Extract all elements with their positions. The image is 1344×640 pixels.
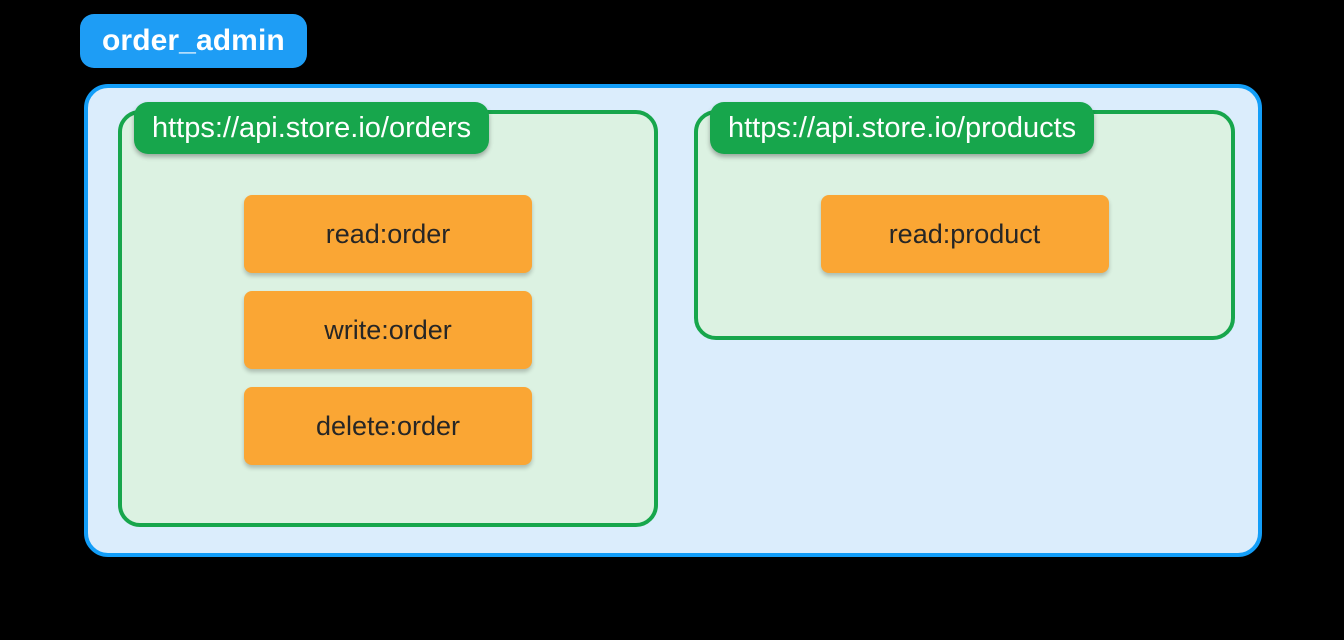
resource-box-orders[interactable]: https://api.store.io/orders read:order w… bbox=[118, 102, 658, 527]
scope-chip-read-product[interactable]: read:product bbox=[820, 195, 1109, 273]
resource-url-badge-products[interactable]: https://api.store.io/products bbox=[710, 102, 1095, 154]
resource-box-products[interactable]: https://api.store.io/products read:produ… bbox=[694, 102, 1235, 340]
scope-list-orders: read:order write:order delete:order bbox=[122, 195, 654, 465]
role-title-badge[interactable]: order_admin bbox=[80, 14, 307, 68]
scope-chip-delete-order[interactable]: delete:order bbox=[244, 387, 532, 465]
role-container: https://api.store.io/orders read:order w… bbox=[84, 84, 1262, 557]
scope-chip-write-order[interactable]: write:order bbox=[244, 291, 532, 369]
scope-chip-read-order[interactable]: read:order bbox=[244, 195, 532, 273]
scope-list-products: read:product bbox=[698, 195, 1231, 273]
resource-url-badge-orders[interactable]: https://api.store.io/orders bbox=[134, 102, 490, 154]
